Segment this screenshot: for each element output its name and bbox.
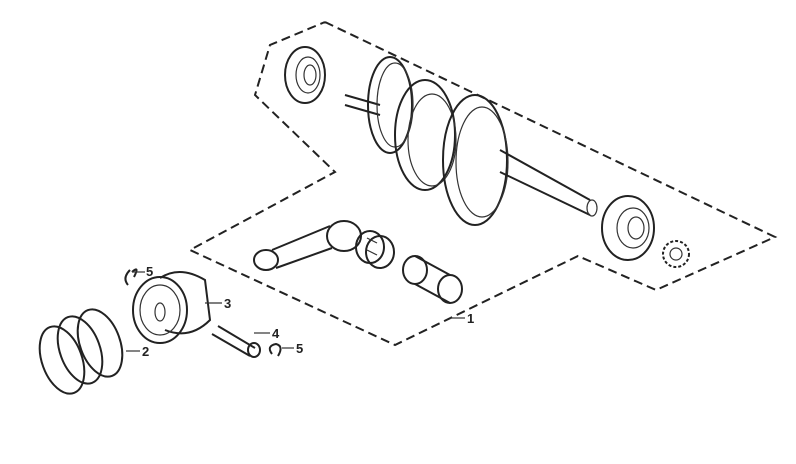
piston-rings xyxy=(38,308,124,395)
crankshaft xyxy=(344,56,598,226)
callout-1: 1 xyxy=(467,311,474,326)
crank-pin xyxy=(402,255,463,304)
sprocket xyxy=(662,240,690,268)
needle-bearing xyxy=(355,230,395,269)
assembly-boundary xyxy=(187,21,778,347)
connecting-rod xyxy=(253,220,362,271)
piston xyxy=(132,271,212,344)
circlip-lower xyxy=(268,342,282,357)
right-bearing xyxy=(601,195,655,261)
piston-pin xyxy=(211,325,261,358)
callout-2: 2 xyxy=(142,344,149,359)
callout-4: 4 xyxy=(272,326,280,341)
callout-3: 3 xyxy=(224,296,231,311)
callout-5-lower: 5 xyxy=(296,341,303,356)
left-bearing xyxy=(284,46,326,104)
callout-5-upper: 5 xyxy=(146,264,153,279)
circlip-upper xyxy=(124,268,138,286)
